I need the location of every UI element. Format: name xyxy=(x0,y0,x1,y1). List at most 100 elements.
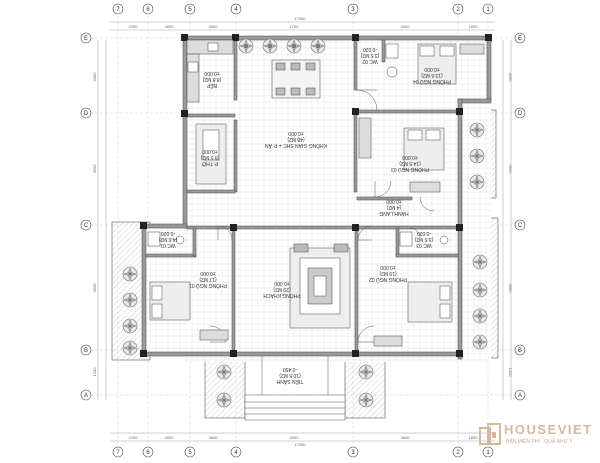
svg-text:±0.000: ±0.000 xyxy=(402,154,417,160)
room-label-phong-ngu-01: PHÒNG NGỦ 01 (17 M2) ±0.000 xyxy=(189,270,227,289)
svg-text:4000: 4000 xyxy=(401,24,411,29)
room-label-phong-ngu-02: PHÒNG NGỦ 02 (19 M2) ±0.000 xyxy=(369,264,407,283)
room-label-phong-khach: PHÒNG KHÁCH (29 M2) ±0.000 xyxy=(263,280,301,299)
svg-text:1800: 1800 xyxy=(469,435,479,440)
svg-text:5: 5 xyxy=(188,450,192,456)
grid-bubble-right-C: C xyxy=(514,219,526,231)
svg-text:3800: 3800 xyxy=(165,24,175,29)
svg-text:4500: 4500 xyxy=(92,283,97,293)
svg-text:(4 M2): (4 M2) xyxy=(386,204,401,210)
grid-bubble-left-D: D xyxy=(80,107,92,119)
svg-text:WC 01: WC 01 xyxy=(160,242,176,248)
grid-bubble-top-2: 2 xyxy=(452,3,464,15)
room-label-wc03: WC 03 (3.5 M2) -0.020 xyxy=(414,230,433,248)
room-label-tien-sanh: TIỀN SẢNH (10.5 M2) -0.450 xyxy=(276,366,303,385)
grid-bubble-bottom-7: 7 xyxy=(112,446,124,458)
svg-text:TIỀN SẢNH: TIỀN SẢNH xyxy=(276,378,303,385)
svg-text:4500: 4500 xyxy=(508,284,513,294)
svg-text:PHÒNG KHÁCH: PHÒNG KHÁCH xyxy=(263,292,301,299)
svg-text:±0.000: ±0.000 xyxy=(386,198,401,204)
houseviet-logo: HOUSEVIET BẢN MIỄN PHÍ - QUÀ NHƯ Ý xyxy=(478,418,598,462)
svg-text:1: 1 xyxy=(486,7,490,13)
svg-text:3: 3 xyxy=(351,7,355,13)
grid-bubble-top-3: 3 xyxy=(347,3,359,15)
room-labels: BẾP (8.8 M2) ±0.000 WC 02 (3.5 M2) -0.02… xyxy=(158,46,451,385)
svg-text:-0.020: -0.020 xyxy=(417,230,431,236)
svg-text:(17 M2): (17 M2) xyxy=(199,276,217,282)
room-label-phong-ngu-03: PHÒNG NGỦ 03 (14.5 M2) ±0.000 xyxy=(391,154,429,173)
dimension-text: 17000 2200 3800 3900 1700 4000 1800 1700… xyxy=(92,16,513,447)
grid-bubble-top-6: 6 xyxy=(142,3,154,15)
grid-bubble-top-4: 4 xyxy=(230,3,242,15)
svg-text:3600: 3600 xyxy=(209,435,219,440)
svg-text:P. THỜ: P. THỜ xyxy=(201,160,218,167)
grid-bubble-left-E: E xyxy=(80,32,92,44)
svg-text:PHÒNG NGỦ 03: PHÒNG NGỦ 03 xyxy=(391,166,429,173)
svg-text:±0.000: ±0.000 xyxy=(380,264,395,270)
grid-bubbles: 7 6 5 4 3 2 1 7 6 5 4 3 2 1 E D C B A E … xyxy=(80,3,526,458)
svg-text:(29 M2): (29 M2) xyxy=(273,286,291,292)
svg-text:±0.000: ±0.000 xyxy=(274,280,289,286)
svg-text:17000: 17000 xyxy=(294,16,306,21)
svg-text:5: 5 xyxy=(188,7,192,13)
room-label-khong-gian-shc: KHÔNG GIAN SHC + P. ĂN (48 M2) ±0.000 xyxy=(265,130,327,149)
svg-text:4: 4 xyxy=(234,450,238,456)
svg-text:±0.000: ±0.000 xyxy=(202,148,217,154)
svg-text:(3.5 M2): (3.5 M2) xyxy=(360,52,379,58)
svg-text:±0.000: ±0.000 xyxy=(200,270,215,276)
svg-text:7: 7 xyxy=(116,7,120,13)
svg-text:A: A xyxy=(84,393,88,399)
svg-text:-0.020: -0.020 xyxy=(161,230,175,236)
grid-bubble-left-A: A xyxy=(80,389,92,401)
svg-text:B: B xyxy=(84,348,88,354)
svg-text:(48 M2): (48 M2) xyxy=(287,136,305,142)
svg-text:2: 2 xyxy=(456,450,460,456)
grid-bubble-bottom-5: 5 xyxy=(184,446,196,458)
svg-text:4000: 4000 xyxy=(92,72,97,82)
svg-text:1700: 1700 xyxy=(290,24,300,29)
furniture xyxy=(147,38,485,347)
svg-text:A: A xyxy=(518,393,522,399)
grid-bubble-top-7: 7 xyxy=(112,3,124,15)
svg-text:(13.6 M2): (13.6 M2) xyxy=(421,72,443,78)
svg-text:WC 02: WC 02 xyxy=(362,58,378,64)
svg-text:2: 2 xyxy=(456,7,460,13)
svg-text:(3.5 M2): (3.5 M2) xyxy=(414,236,433,242)
svg-text:3900: 3900 xyxy=(209,24,219,29)
svg-text:D: D xyxy=(84,111,89,117)
svg-text:3500: 3500 xyxy=(92,164,97,174)
svg-text:(10.5 M2): (10.5 M2) xyxy=(279,372,301,378)
svg-text:PHÒNG NGỦ 01: PHÒNG NGỦ 01 xyxy=(189,282,227,289)
grid-bubble-bottom-3: 3 xyxy=(347,446,359,458)
svg-text:(8.5 M2): (8.5 M2) xyxy=(200,154,219,160)
dimension-lines-top xyxy=(97,21,512,442)
brand-tagline: BẢN MIỄN PHÍ - QUÀ NHƯ Ý xyxy=(506,439,573,445)
grid-bubble-right-B: B xyxy=(514,344,526,356)
svg-text:1800: 1800 xyxy=(469,24,479,29)
svg-text:C: C xyxy=(84,223,89,229)
grid-bubble-right-A: A xyxy=(514,389,526,401)
svg-text:±0.000: ±0.000 xyxy=(204,70,219,76)
svg-text:-0.020: -0.020 xyxy=(363,46,377,52)
svg-text:±0.000: ±0.000 xyxy=(288,130,303,136)
grid-bubble-bottom-6: 6 xyxy=(142,446,154,458)
house-logo-icon xyxy=(479,423,501,445)
svg-text:±0.000: ±0.000 xyxy=(424,66,439,72)
svg-text:C: C xyxy=(518,223,523,229)
svg-text:17000: 17000 xyxy=(294,442,306,447)
grid-bubble-bottom-4: 4 xyxy=(230,446,242,458)
svg-text:6: 6 xyxy=(146,450,150,456)
svg-text:PHÒNG NGỦ 02: PHÒNG NGỦ 02 xyxy=(369,276,407,283)
svg-text:KHÔNG GIAN SHC + P. ĂN: KHÔNG GIAN SHC + P. ĂN xyxy=(265,142,327,149)
svg-text:-0.450: -0.450 xyxy=(283,366,297,372)
room-label-wc02-top: WC 02 (3.5 M2) -0.020 xyxy=(360,46,379,64)
svg-text:HÀNH LANG: HÀNH LANG xyxy=(379,210,408,217)
room-label-p-tho: P. THỜ (8.5 M2) ±0.000 xyxy=(200,148,219,167)
svg-text:(14.5 M2): (14.5 M2) xyxy=(399,160,421,166)
svg-text:4000: 4000 xyxy=(508,73,513,83)
svg-text:(8.8 M2): (8.8 M2) xyxy=(202,76,221,82)
svg-text:1: 1 xyxy=(486,450,490,456)
grid-bubble-right-D: D xyxy=(514,107,526,119)
grid-bubble-left-B: B xyxy=(80,344,92,356)
